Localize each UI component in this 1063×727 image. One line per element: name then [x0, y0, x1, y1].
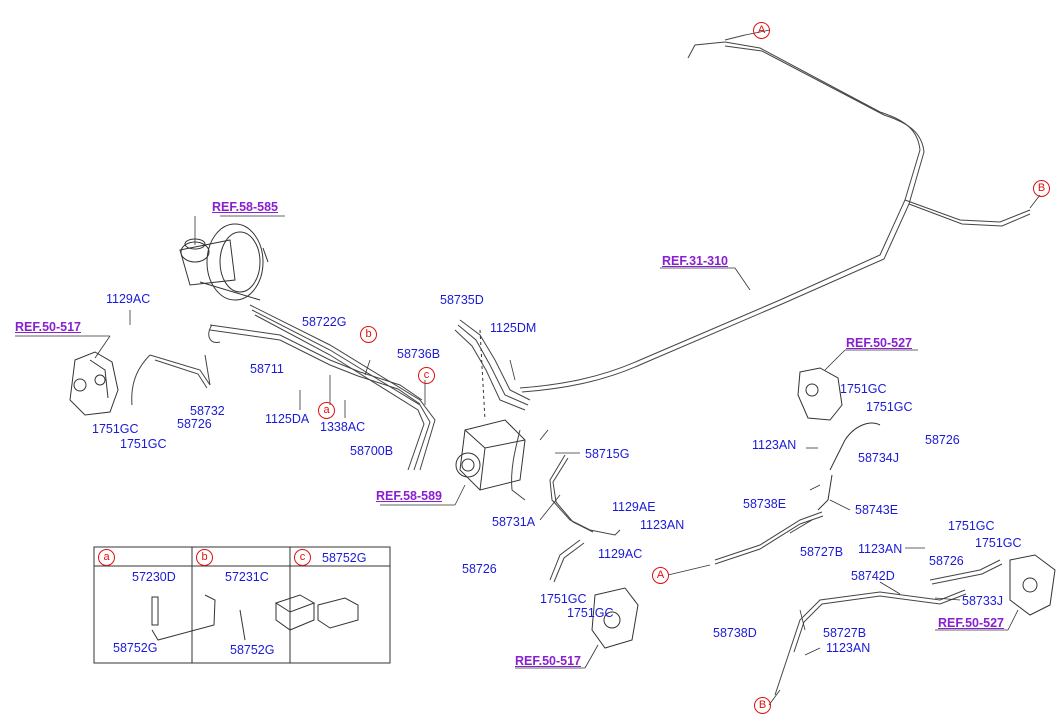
part-number[interactable]: 58732	[190, 404, 225, 418]
part-number[interactable]: 1751GC	[540, 592, 587, 606]
front-left-caliper	[69, 351, 119, 416]
part-number[interactable]: 58726	[925, 433, 960, 447]
part-number[interactable]: 58731A	[492, 515, 536, 529]
ref-label[interactable]: REF.50-517	[515, 654, 582, 668]
part-number[interactable]: 58735D	[440, 293, 484, 307]
part-number[interactable]: 58742D	[851, 569, 895, 583]
part-number[interactable]: 1123AN	[640, 518, 685, 532]
legend-part-a-bottom[interactable]: 58752G	[113, 641, 158, 655]
part-number[interactable]: 1125DA	[265, 412, 310, 426]
part-number[interactable]: 58726	[929, 554, 964, 568]
part-number[interactable]: 1751GC	[948, 519, 995, 533]
part-number[interactable]: 58711	[250, 362, 284, 376]
part-number[interactable]: 58727B	[800, 545, 844, 559]
main-brake-lines	[519, 34, 1031, 393]
legend-callout-c: c	[294, 549, 311, 566]
part-number[interactable]: 58722G	[302, 315, 347, 329]
part-number[interactable]: 58736B	[397, 347, 441, 361]
part-number[interactable]: 58738E	[743, 497, 787, 511]
abs-unit	[455, 329, 526, 491]
part-number[interactable]: 1123AN	[826, 641, 871, 655]
callout-circle: B	[1033, 180, 1050, 197]
part-number[interactable]: 58727B	[823, 626, 867, 640]
callout-circle: A	[753, 22, 770, 39]
legend-part-c[interactable]: 58752G	[322, 551, 367, 565]
part-number[interactable]: 58726	[462, 562, 497, 576]
part-number[interactable]: 58700B	[350, 444, 394, 458]
part-number[interactable]: 1751GC	[866, 400, 913, 414]
ref-label[interactable]: REF.31-310	[662, 254, 729, 268]
part-number[interactable]: 1123AN	[752, 438, 797, 452]
part-number[interactable]: 1751GC	[567, 606, 614, 620]
callout-circle: c	[418, 367, 435, 384]
part-number[interactable]: 1129AE	[612, 500, 656, 514]
part-number[interactable]: 1751GC	[840, 382, 887, 396]
legend-part-a-top[interactable]: 57230D	[132, 570, 176, 584]
legend-callout-a: a	[98, 549, 115, 566]
legend-part-b-bottom[interactable]: 58752G	[230, 643, 275, 657]
rear-left-caliper	[1009, 554, 1056, 616]
callout-circle: a	[318, 402, 335, 419]
ref-label[interactable]: REF.50-527	[938, 616, 1005, 630]
part-number[interactable]: 58738D	[713, 626, 757, 640]
abs-right-lines	[454, 319, 549, 501]
ref-label[interactable]: REF.50-517	[15, 320, 82, 334]
part-number[interactable]: 1129AC	[106, 292, 151, 306]
callout-circle: b	[360, 326, 377, 343]
leader-lines	[15, 29, 1041, 706]
part-number[interactable]: 1338AC	[320, 420, 366, 434]
callout-circle: A	[652, 567, 669, 584]
rear-right-caliper-upper	[797, 367, 881, 511]
part-number[interactable]: 58733J	[962, 594, 1004, 608]
legend-part-b-top[interactable]: 57231C	[225, 570, 269, 584]
brake-booster	[179, 223, 269, 301]
rear-pipes	[714, 511, 1003, 696]
front-right-hose	[549, 454, 621, 583]
part-number[interactable]: 58726	[177, 417, 212, 431]
front-right-caliper	[591, 587, 639, 649]
part-number[interactable]: 58734J	[858, 451, 900, 465]
part-number[interactable]: 1129AC	[598, 547, 643, 561]
ref-label[interactable]: REF.58-589	[376, 489, 443, 503]
callout-circle: B	[754, 697, 771, 714]
front-lines	[131, 304, 436, 471]
legend-callout-b: b	[196, 549, 213, 566]
part-number[interactable]: 1751GC	[975, 536, 1022, 550]
part-number[interactable]: 58743E	[855, 503, 899, 517]
part-number[interactable]: 1125DM	[490, 321, 537, 335]
ref-label[interactable]: REF.50-527	[846, 336, 913, 350]
part-number[interactable]: 58715G	[585, 447, 630, 461]
part-number[interactable]: 1123AN	[858, 542, 903, 556]
part-number[interactable]: 1751GC	[120, 437, 167, 451]
part-number[interactable]: 1751GC	[92, 422, 139, 436]
ref-label[interactable]: REF.58-585	[212, 200, 279, 214]
legend-table	[93, 546, 391, 664]
